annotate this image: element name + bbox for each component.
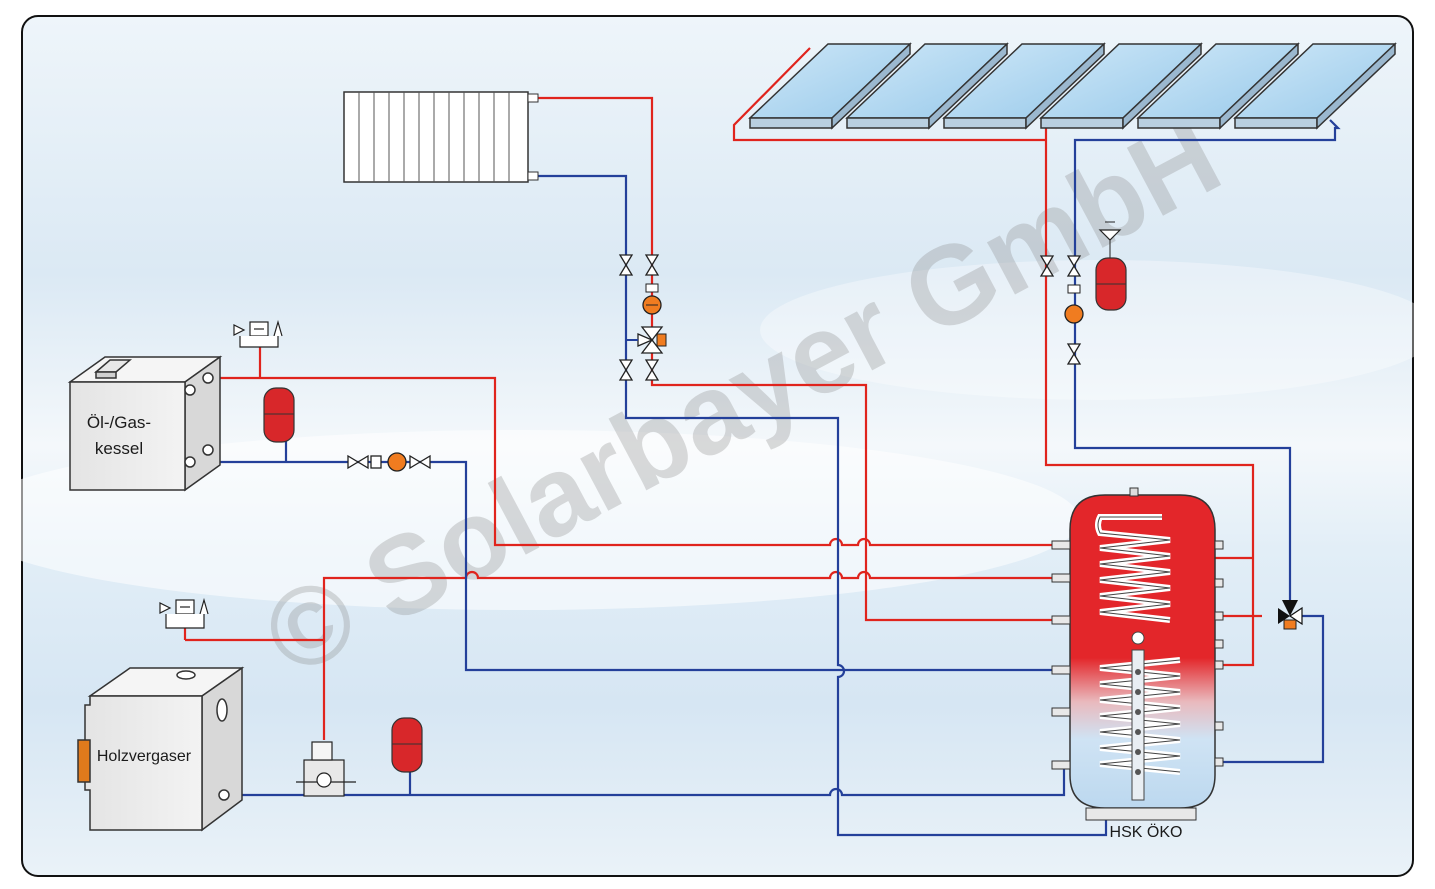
boiler-pump-group [347,452,431,472]
solar-collector-5 [1136,42,1300,130]
hot-pipes [183,47,1262,740]
tank-upper-coil-outline [1097,516,1171,621]
tank-lower-coil-outline [1099,659,1181,773]
solar-collector-array [748,42,1397,130]
expansion-vessel-icon [263,257,1127,773]
shutoff-valve-icon [618,254,1082,381]
oil-gas-boiler-label: Öl-/Gas- kessel [86,413,152,458]
return-temperature-valve-icon [296,741,356,797]
solar-collector-2 [845,42,1009,130]
storage-tank [1051,487,1224,821]
three-way-mixing-valve-icon [626,326,667,354]
storage-tank-label: HSK ÖKO [1109,824,1183,841]
wood-gasifier-boiler [77,666,245,832]
cold-pipes [190,119,1341,837]
radiator [343,91,539,183]
oil-gas-boiler [67,355,223,492]
solar-collector-6 [1233,42,1397,130]
solar-three-way-valve-icon [1278,600,1303,630]
circulation-pump-icon [642,283,662,315]
safety-valve-group-icon [159,319,283,629]
solar-collector-4 [1039,42,1203,130]
solar-collector-1 [748,42,912,130]
wood-gasifier-label: Holzvergaser [96,748,192,765]
solar-collector-3 [942,42,1106,130]
solar-pump-station [1064,221,1122,324]
